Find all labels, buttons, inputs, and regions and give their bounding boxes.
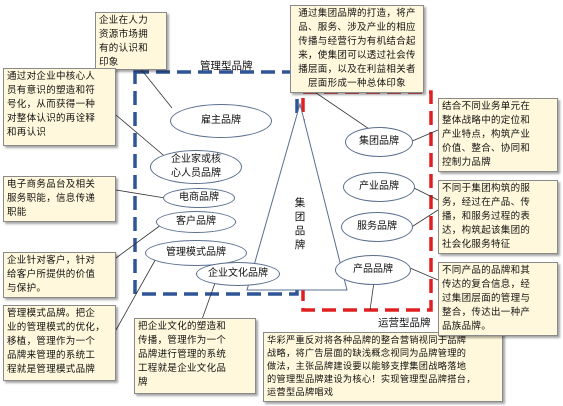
callout-service-brand: 不同于集团构筑的服 务，经过在产品、传 播，和服务过程的表 达，构筑起该集团的 … bbox=[438, 180, 558, 254]
callout-customer-brand: 企业针对客户，针对 给客户所提供的价值 与保护。 bbox=[3, 252, 116, 298]
employer-brand-ellipse: 雇主品牌 bbox=[170, 104, 272, 138]
industry-brand-ellipse: 产业品牌 bbox=[343, 172, 415, 202]
callout-management-model-brand: 管理模式品牌。把企 业的管理模式的优化， 移植，管理作为一个 品牌来管理的系统工… bbox=[3, 305, 116, 381]
callout-corporate-culture-brand: 把企业文化的塑造和 传播，管理作为一个 品牌进行管理的系统 工程就是企业文化品 … bbox=[134, 318, 256, 394]
center-group-label: 集团品牌 bbox=[294, 197, 306, 251]
callout-group-brand: 通过集团品牌的打造，将产 品、服务、涉及产业的相应 传播与经营行为有机结合起 来… bbox=[290, 5, 424, 93]
callout-product-brand: 不同产品的品牌和其 传达的复合信息，经 过集团层面的管理与 整合，传达出一种产 … bbox=[438, 262, 558, 336]
service-brand-ellipse: 服务品牌 bbox=[341, 212, 413, 242]
operation-brand-title: 运营型品牌 bbox=[378, 317, 431, 329]
group-brand-ellipse: 集团品牌 bbox=[345, 127, 413, 157]
callout-summary: 华彩严重反对将各种品牌的整合营销视同于品牌 战略，将广告层面的缺浅概念视同为品牌… bbox=[263, 332, 503, 402]
right-arrows bbox=[409, 129, 439, 281]
callout-industry-brand: 结合不同业务单元在 整体战略中的定位和 产业特点，构筑产业 价值、整合、协同和 … bbox=[438, 98, 558, 172]
product-brand-ellipse: 产品品牌 bbox=[335, 255, 411, 285]
center-triangle bbox=[246, 102, 348, 291]
corporate-culture-brand-ellipse: 企业文化品牌 bbox=[196, 262, 280, 286]
customer-brand-ellipse: 客户品牌 bbox=[156, 211, 236, 233]
key-person-brand-ellipse: 企业家或核 心人员品牌 bbox=[150, 150, 242, 184]
callout-key-person-brand: 通过对企业中核心人 员有意识的塑造和符 号化，从而获得一种 对整体认识的再诠释 … bbox=[3, 68, 116, 146]
callout-employer-brand: 企业在人力 资源市场拥 有的认识和 印象 bbox=[95, 12, 167, 70]
callout-ecommerce-brand: 电子商务品台及相关 服务职能，信息传递 职能 bbox=[3, 176, 116, 222]
management-brand-title: 管理型品牌 bbox=[200, 60, 253, 72]
ecommerce-brand-ellipse: 电商品牌 bbox=[163, 188, 235, 208]
